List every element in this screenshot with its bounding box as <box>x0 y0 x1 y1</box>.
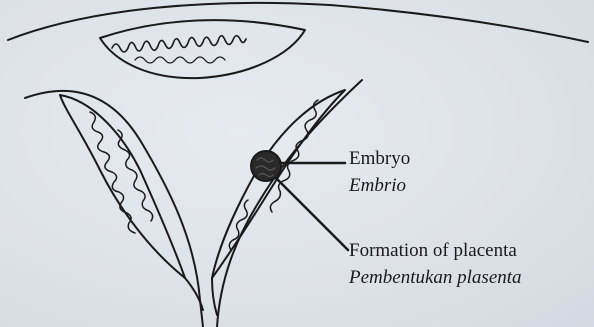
embryo-label-english: Embryo <box>349 149 410 168</box>
ovary-lining-inner <box>135 57 225 63</box>
ovary-inner-outline <box>100 20 305 78</box>
uterus-left-lining <box>90 112 135 233</box>
embryo-circle <box>251 151 281 181</box>
ovary-cross-section <box>8 3 588 78</box>
ovary-outer-outline <box>8 3 588 42</box>
embryo-mass <box>251 151 281 181</box>
embryo-label: Embryo Embrio <box>349 149 410 195</box>
uterus <box>25 80 362 327</box>
uterus-right-wall-inner <box>212 90 345 278</box>
placenta-label-malay: Pembentukan plasenta <box>349 268 522 287</box>
ovary-lining <box>112 36 246 52</box>
placenta-pointer-line <box>276 178 348 250</box>
placenta-label: Formation of placenta Pembentukan plasen… <box>349 241 522 287</box>
uterus-left-lining-outer <box>118 130 153 221</box>
embryo-label-malay: Embrio <box>349 176 410 195</box>
uterus-outer-left <box>25 91 203 327</box>
cervix-right <box>212 278 217 315</box>
placenta-label-english: Formation of placenta <box>349 241 522 260</box>
